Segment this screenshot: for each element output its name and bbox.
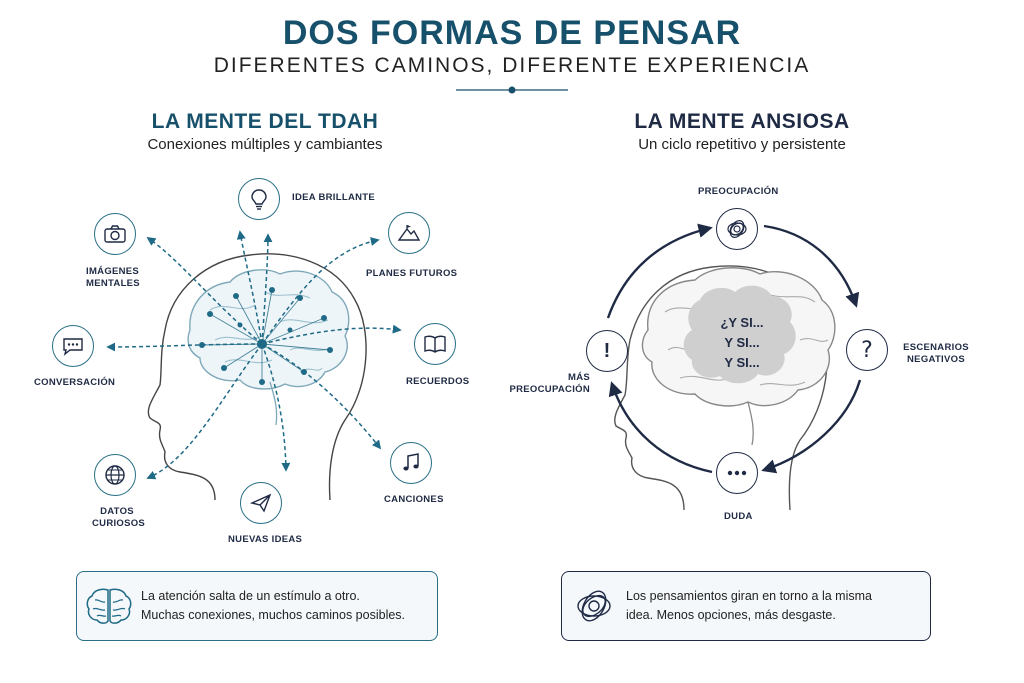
node-label-imagenes-line1: IMÁGENES bbox=[86, 266, 140, 277]
globe-icon bbox=[94, 454, 136, 496]
node-label-imagenes-line2: MENTALES bbox=[86, 278, 140, 289]
tangle-icon bbox=[716, 208, 758, 250]
node-label-duda: DUDA bbox=[724, 511, 753, 522]
node-label-idea: IDEA BRILLANTE bbox=[292, 192, 376, 203]
node-label-escenarios: ESCENARIOS NEGATIVOS bbox=[898, 342, 974, 366]
adhd-note-text: La atención salta de un estímulo a otro.… bbox=[141, 587, 405, 625]
anxious-note-line1: Los pensamientos giran en torno a la mis… bbox=[626, 589, 872, 603]
node-label-mas-line1: MÁS bbox=[567, 372, 590, 383]
question-icon: ? bbox=[846, 329, 888, 371]
adhd-head-diagram bbox=[106, 230, 402, 501]
node-label-imagenes: IMÁGENES MENTALES bbox=[86, 266, 140, 290]
node-label-conversacion: CONVERSACIÓN bbox=[34, 377, 116, 388]
lightbulb-icon bbox=[238, 178, 280, 220]
book-icon bbox=[414, 323, 456, 365]
brain-icon bbox=[77, 587, 141, 625]
adhd-panel-subtitle: Conexiones múltiples y cambiantes bbox=[147, 136, 383, 153]
node-label-escenarios-line1: ESCENARIOS bbox=[903, 342, 969, 353]
adhd-note-line1: La atención salta de un estímulo a otro. bbox=[141, 589, 360, 603]
node-label-mas-line2: PREOCUPACIÓN bbox=[509, 384, 590, 395]
thought-3: Y SI... bbox=[724, 355, 760, 370]
node-label-nuevas: NUEVAS IDEAS bbox=[228, 534, 303, 545]
page-title: DOS FORMAS DE PENSAR bbox=[282, 14, 742, 52]
thought-1: ¿Y SI... bbox=[720, 315, 764, 330]
paper-plane-icon bbox=[240, 482, 282, 524]
node-label-recuerdos: RECUERDOS bbox=[406, 376, 470, 387]
mountain-flag-icon bbox=[388, 212, 430, 254]
node-label-datos-line2: CURIOSOS bbox=[92, 518, 146, 529]
node-label-mas: MÁS PREOCUPACIÓN bbox=[506, 372, 590, 396]
anxious-panel-title: LA MENTE ANSIOSA bbox=[634, 110, 850, 133]
anxious-panel-subtitle: Un ciclo repetitivo y persistente bbox=[638, 136, 846, 153]
node-label-canciones: CANCIONES bbox=[384, 494, 444, 505]
anxious-note-text: Los pensamientos giran en torno a la mis… bbox=[626, 587, 872, 625]
page-subtitle: DIFERENTES CAMINOS, DIFERENTE EXPERIENCI… bbox=[213, 54, 811, 77]
node-label-datos-line1: DATOS bbox=[100, 506, 134, 517]
node-label-escenarios-line2: NEGATIVOS bbox=[907, 354, 965, 365]
title-divider bbox=[456, 86, 568, 94]
music-note-icon bbox=[390, 442, 432, 484]
camera-icon bbox=[94, 213, 136, 255]
worry-thoughts: ¿Y SI... Y SI... Y SI... bbox=[690, 300, 794, 386]
exclamation-icon: ! bbox=[586, 330, 628, 372]
tangle-icon bbox=[562, 586, 626, 626]
chat-bubble-icon bbox=[52, 325, 94, 367]
adhd-note-line2: Muchas conexiones, muchos caminos posibl… bbox=[141, 608, 406, 622]
anxious-note-box: Los pensamientos giran en torno a la mis… bbox=[561, 571, 931, 641]
node-label-datos: DATOS CURIOSOS bbox=[92, 506, 146, 530]
anxious-note-line2: idea. Menos opciones, más desgaste. bbox=[626, 608, 836, 622]
ellipsis-icon bbox=[716, 452, 758, 494]
node-label-planes: PLANES FUTUROS bbox=[366, 268, 458, 279]
anxious-head-diagram bbox=[606, 223, 862, 511]
adhd-note-box: La atención salta de un estímulo a otro.… bbox=[76, 571, 438, 641]
adhd-panel-title: LA MENTE DEL TDAH bbox=[151, 110, 379, 133]
node-label-preocupacion: PREOCUPACIÓN bbox=[698, 186, 779, 197]
thought-2: Y SI... bbox=[724, 335, 760, 350]
